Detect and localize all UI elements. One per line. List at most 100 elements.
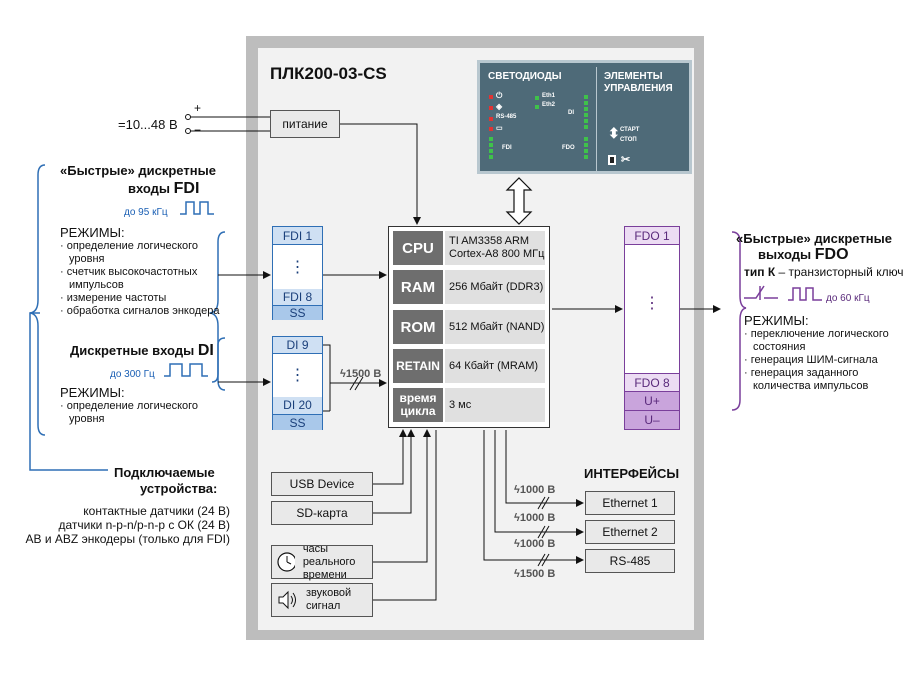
fdo-bottom-label: FDO 8 <box>625 373 679 391</box>
buzzer-label-2: сигнал <box>306 600 341 612</box>
controls-title-1: ЭЛЕМЕНТЫ <box>604 71 663 82</box>
di-isolation-label: ϟ1500 В <box>340 368 382 380</box>
cycle-label-1: время <box>399 391 437 405</box>
rom-label: ROM <box>393 310 443 344</box>
fdo-type-rest: – транзисторный ключ <box>775 265 904 279</box>
fdi-mode-item: уровня <box>69 253 105 265</box>
start-stop-switch-icon[interactable]: ⬍ <box>608 125 620 141</box>
warning-led-icon: ◈ <box>496 102 503 111</box>
power-minus: − <box>194 123 202 137</box>
eth1-isolation: ϟ1000 В <box>514 484 556 496</box>
transistor-icon <box>744 285 778 300</box>
led-panel: СВЕТОДИОДЫ ЭЛЕМЕНТЫ УПРАВЛЕНИЯ ⏻ ◈ RS-48… <box>477 60 692 174</box>
ram-label: RAM <box>393 270 443 304</box>
power-block: питание <box>270 110 340 138</box>
rs485-isolation-2: ϟ1500 В <box>514 568 556 580</box>
fdi-freq: до 95 кГц <box>124 207 168 218</box>
service-tool-icon[interactable]: ✂ <box>621 154 631 166</box>
fdi-mode-item: счетчик высокочастотных <box>66 266 198 278</box>
di-heading: Дискретные входы <box>70 343 195 358</box>
fdo-mode-item: генерация заданного <box>750 367 859 379</box>
fdo-dots: ⋮ <box>644 295 660 312</box>
fdo-uplus-label: U+ <box>625 391 679 410</box>
fdo-code: FDO <box>814 246 849 263</box>
rs485-led-label: RS-485 <box>496 114 517 120</box>
ram-value: 256 Мбайт (DDR3) <box>445 270 545 304</box>
sd-card-block: SD-карта <box>271 501 373 525</box>
di-isolation-value: 1500 В <box>345 368 382 380</box>
speaker-icon <box>278 590 296 610</box>
fdo-heading-2: выходы <box>758 247 812 262</box>
eth2-led-label: Eth2 <box>542 102 556 108</box>
fdo-block: FDO 1 ⋮ FDO 8 U+ U– <box>624 226 680 430</box>
led-divider <box>596 67 597 171</box>
fdo-uminus-label: U– <box>625 410 679 429</box>
fdi-pulse-icon <box>180 201 214 215</box>
di-code: DI <box>197 342 214 359</box>
interfaces-title: ИНТЕРФЕЙСЫ <box>584 466 680 481</box>
controls-title-2: УПРАВЛЕНИЯ <box>604 83 673 94</box>
eth1-isolation-value: 1000 В <box>519 484 556 496</box>
power-voltage: =10...48 В <box>118 117 178 132</box>
di-freq: до 300 Гц <box>110 369 155 380</box>
cycle-label-2: цикла <box>400 404 436 418</box>
device-item: контактные датчики (24 В) <box>83 504 230 518</box>
di-mode-item: определение логического <box>66 400 199 412</box>
stop-label: СТОП <box>620 137 637 143</box>
di-pulse-icon <box>164 363 208 377</box>
fdi-mode-item: измерение частоты <box>66 292 167 304</box>
device-item: AB и ABZ энкодеры (только для FDI) <box>25 532 230 546</box>
rtc-label-1: часы реального <box>302 542 356 568</box>
sd-slot-icon[interactable] <box>608 155 616 165</box>
sd-led-icon: ▭ <box>496 125 503 132</box>
rs485-isolation-value: 1000 В <box>519 538 556 550</box>
retain-value: 64 Кбайт (MRAM) <box>445 349 545 383</box>
rs485-isolation-1: ϟ1000 В <box>514 538 556 550</box>
devices-title-1: Подключаемые <box>114 465 215 480</box>
fdo-modes-list: · переключение логического состояния · г… <box>744 328 889 392</box>
device-item: датчики n-p-n/p-n-p с ОК (24 В) <box>58 518 230 532</box>
eth2-isolation-value: 1000 В <box>519 512 556 524</box>
cpu-row-rom: ROM 512 Мбайт (NAND) <box>393 310 545 344</box>
rs485-block: RS-485 <box>585 549 675 573</box>
device-title: ПЛК200-03-CS <box>270 64 387 83</box>
fdi-ss-label: SS <box>273 305 322 320</box>
fdi-mode-item: импульсов <box>69 279 124 291</box>
di-ss-label: SS <box>273 414 322 430</box>
usb-device-block: USB Device <box>271 472 373 496</box>
di-top-label: DI 9 <box>273 337 322 354</box>
fdi-mode-item: определение логического <box>66 240 199 252</box>
fdi-modes-list: · определение логического уровня · счетч… <box>60 240 220 317</box>
cpu-label: CPU <box>393 231 443 265</box>
ethernet2-block: Ethernet 2 <box>585 520 675 544</box>
fdi-bottom-label: FDI 8 <box>273 289 322 305</box>
power-led-icon: ⏻ <box>496 91 503 100</box>
fdo-type-bold: тип К <box>744 265 776 279</box>
eth1-led-label: Eth1 <box>542 93 556 99</box>
devices-list: контактные датчики (24 В) датчики n-p-n/… <box>10 504 230 546</box>
rs485-isolation-last-value: 1500 В <box>519 568 556 580</box>
fdo-mode-item: количества импульсов <box>753 380 869 392</box>
cpu-row-ram: RAM 256 Мбайт (DDR3) <box>393 270 545 304</box>
di-modes-title: РЕЖИМЫ: <box>60 385 125 400</box>
eth2-isolation: ϟ1000 В <box>514 512 556 524</box>
clock-icon <box>277 552 295 572</box>
fdo-mode-item: переключение логического <box>750 328 889 340</box>
ethernet1-block: Ethernet 1 <box>585 491 675 515</box>
di-bottom-label: DI 20 <box>273 397 322 414</box>
cpu-value-2: Cortex-A8 800 МГц <box>449 248 545 260</box>
cpu-row-retain: RETAIN 64 Кбайт (MRAM) <box>393 349 545 383</box>
fdi-top-label: FDI 1 <box>273 227 322 245</box>
devices-title-2: устройства: <box>140 481 218 496</box>
fdi-dots: ⋮ <box>289 259 306 276</box>
di-mode-item: уровня <box>69 413 105 425</box>
di-dots: ⋮ <box>289 367 306 384</box>
